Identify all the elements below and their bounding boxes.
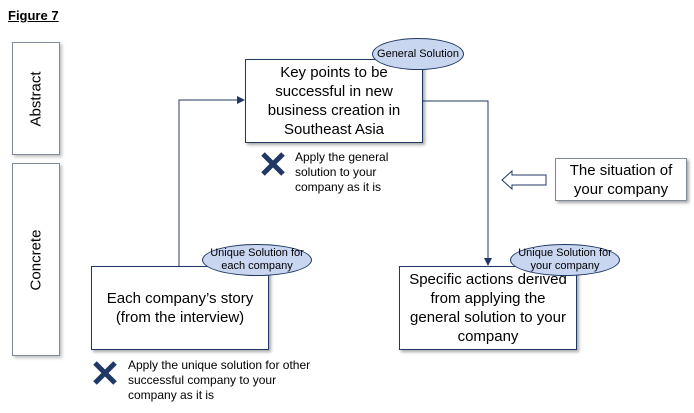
company-situation-text: The situation of your company — [569, 161, 673, 198]
company-situation-box: The situation of your company — [555, 158, 687, 201]
company-story-tag: Unique Solution for each company — [202, 244, 312, 276]
figure-title: Figure 7 — [8, 8, 59, 23]
general-solution-note: Apply the general solution to your compa… — [295, 150, 389, 194]
specific-actions-box: Specific actions derived from applying t… — [399, 266, 577, 350]
specific-actions-tag: Unique Solution for your company — [510, 244, 620, 276]
concrete-level-box: Concrete — [12, 163, 60, 356]
company-story-note: Apply the unique solution for other succ… — [128, 358, 311, 402]
general-solution-tag: General Solution — [372, 38, 464, 70]
company-story-text: Each company’s story (from the interview… — [106, 290, 254, 326]
general-solution-text: Key points to be successful in new busin… — [267, 64, 401, 138]
story-to-general-arrow — [178, 96, 245, 266]
abstract-label: Abstract — [27, 70, 45, 127]
general-solution-tag-text: General Solution — [377, 47, 459, 60]
company-story-box: Each company’s story (from the interview… — [91, 266, 269, 350]
general-to-actions-arrow — [423, 100, 492, 266]
x-mark-icon — [91, 359, 119, 387]
concrete-label: Concrete — [27, 229, 45, 290]
specific-actions-tag-text: Unique Solution for your company — [518, 247, 612, 272]
x-mark-icon — [259, 150, 287, 178]
situation-hollow-arrow — [501, 169, 547, 191]
specific-actions-text: Specific actions derived from applying t… — [409, 271, 567, 345]
company-story-tag-text: Unique Solution for each company — [210, 247, 304, 272]
abstract-level-box: Abstract — [12, 42, 60, 155]
general-solution-box: Key points to be successful in new busin… — [245, 59, 423, 143]
